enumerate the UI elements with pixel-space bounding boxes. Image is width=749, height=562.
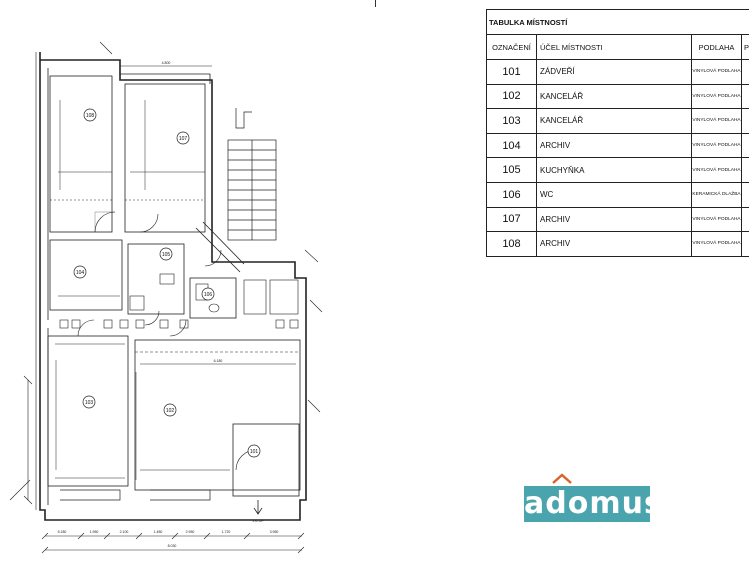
row-purpose: WC [536,181,692,208]
roof-icon [552,473,572,484]
row-extra [740,206,749,233]
header-floor: PODLAHA [691,34,742,60]
row-floor: VINYLOVÁ PODLAHA [691,157,742,183]
floor-plan: 108 107 104 105 106 103 102 101 VSTUP 5.… [9,41,323,554]
table-row: 106 WC KERAMICKÁ DLAŽBA [486,181,749,208]
table-row: 108 ARCHIV VINYLOVÁ PODLAHA [486,231,749,257]
row-purpose: ARCHIV [536,132,692,159]
row-floor: VINYLOVÁ PODLAHA [691,206,742,233]
dim-5: 2.950 [186,530,195,534]
dim-7: 3.950 [270,530,279,534]
row-extra [740,181,749,208]
header-code: OZNAČENÍ [486,34,537,60]
dim-6: 1.720 [222,530,231,534]
dim-1: 5.180 [58,530,67,534]
row-floor: KERAMICKÁ DLAŽBA [691,181,742,208]
row-number: 102 [486,83,537,110]
row-number: 103 [486,108,537,134]
row-number: 101 [486,59,537,85]
room-label-106: 106 [204,292,213,298]
row-number: 104 [486,132,537,159]
adomus-logo: adomus [524,472,663,522]
room-label-107: 107 [179,136,188,142]
room-label-104: 104 [76,270,85,276]
row-extra [740,83,749,110]
dim-4: 1.480 [154,530,163,534]
page-edge-tick [375,0,376,7]
row-purpose: ZÁDVEŘÍ [536,59,692,85]
room-label-103: 103 [85,400,94,406]
table-row: 104 ARCHIV VINYLOVÁ PODLAHA [486,132,749,159]
row-number: 107 [486,206,537,233]
row-number: 108 [486,231,537,257]
room-label-102: 102 [166,408,175,414]
row-extra [740,59,749,85]
table-row: 101 ZÁDVEŘÍ VINYLOVÁ PODLAHA [486,59,749,85]
row-floor: VINYLOVÁ PODLAHA [691,59,742,85]
row-purpose: KUCHYŇKA [536,157,692,183]
entrance-label: VSTUP [252,519,264,523]
row-extra [740,132,749,159]
logo-wordmark: adomus [524,486,663,522]
room-table: TABULKA MÍSTNOSTÍ OZNAČENÍ ÚČEL MÍSTNOST… [485,9,749,257]
row-floor: VINYLOVÁ PODLAHA [691,132,742,159]
row-number: 105 [486,157,537,183]
row-extra [740,108,749,134]
row-extra [740,231,749,257]
row-purpose: KANCELÁŘ [536,108,692,134]
room-label-105: 105 [162,252,171,258]
header-purpose: ÚČEL MÍSTNOSTI [536,34,692,60]
room-label-101: 101 [250,449,259,455]
row-purpose: ARCHIV [536,206,692,233]
table-row: 102 KANCELÁŘ VINYLOVÁ PODLAHA [486,83,749,110]
table-row: 105 KUCHYŇKA VINYLOVÁ PODLAHA [486,157,749,183]
row-floor: VINYLOVÁ PODLAHA [691,108,742,134]
row-purpose: KANCELÁŘ [536,83,692,110]
logo-roof-mark [552,473,572,484]
row-floor: VINYLOVÁ PODLAHA [691,83,742,110]
dim-top: 4.800 [162,61,171,65]
dim-room-102: 6.180 [214,359,223,363]
table-row: 107 ARCHIV VINYLOVÁ PODLAHA [486,206,749,233]
row-purpose: ARCHIV [536,231,692,257]
row-extra [740,157,749,183]
row-floor: VINYLOVÁ PODLAHA [691,231,742,257]
row-number: 106 [486,181,537,208]
room-table-title: TABULKA MÍSTNOSTÍ [485,9,749,35]
dim-3: 2.100 [120,530,129,534]
header-extra: P [740,34,749,60]
table-row: 103 KANCELÁŘ VINYLOVÁ PODLAHA [486,108,749,134]
room-label-108: 108 [86,113,95,119]
dim-total: 8.030 [168,544,177,548]
dim-2: 1.950 [90,530,99,534]
